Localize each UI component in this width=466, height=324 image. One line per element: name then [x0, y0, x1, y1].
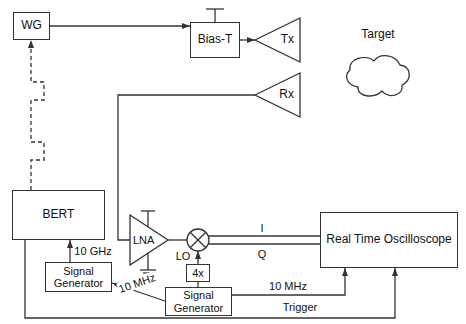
- connector: [240, 39, 255, 40]
- mixer-symbol: [187, 229, 209, 251]
- waveguide-box: WG: [13, 12, 50, 40]
- node-label: Signal Generator: [49, 265, 108, 289]
- drawing-part: [197, 251, 198, 264]
- node-label: Signal Generator: [169, 289, 228, 313]
- lna-amplifier: LNA: [130, 215, 168, 265]
- node-label: Rx: [279, 88, 294, 101]
- blob-path: [347, 56, 410, 96]
- signal-label: 10 MHz: [268, 280, 308, 292]
- drawing-part: [190, 232, 206, 248]
- connector: [31, 40, 44, 190]
- horn-path: [255, 18, 300, 62]
- signal-label: 10 GHz: [73, 245, 112, 257]
- signal-label: I: [259, 222, 264, 234]
- bert-box: BERT: [12, 190, 105, 240]
- node-label: WG: [21, 19, 42, 32]
- drawing-part: [206, 8, 224, 9]
- drawing-part: [147, 211, 148, 227]
- multiplier-box: 4x: [186, 264, 210, 282]
- bias-tee-stub: [206, 9, 224, 22]
- node-label: BERT: [43, 208, 75, 221]
- node-label: Target: [361, 28, 394, 41]
- drawing-part: [190, 232, 206, 248]
- signal-generator-box: Signal Generator: [45, 262, 112, 292]
- drawing-part: [208, 243, 320, 244]
- target-object: Target: [338, 28, 418, 100]
- drawing-part: [187, 229, 209, 251]
- horn-path: [255, 73, 300, 117]
- node-label: Bias-T: [198, 33, 233, 46]
- connector: [69, 240, 70, 262]
- connector: [118, 95, 255, 240]
- node-label: Real Time Oscilloscope: [326, 233, 451, 246]
- drawing-part: [214, 9, 215, 22]
- connector: [232, 268, 345, 295]
- drawing-part: [168, 239, 187, 240]
- drawing-part: [141, 210, 155, 211]
- oscilloscope-box: Real Time Oscilloscope: [320, 212, 458, 268]
- node-label: Tx: [281, 33, 294, 46]
- bias-tee-box: Bias-T: [190, 22, 240, 58]
- connector: [50, 25, 190, 26]
- drawing-part: [147, 253, 148, 270]
- signal-label: Q: [257, 248, 268, 260]
- tx-antenna: Tx: [255, 18, 300, 62]
- node-label: LNA: [133, 234, 154, 246]
- amp-path: [130, 215, 168, 265]
- signal-wire: [168, 236, 320, 264]
- signal-generator-box: Signal Generator: [165, 287, 232, 316]
- drawing-part: [208, 235, 320, 236]
- node-label: 4x: [192, 267, 204, 279]
- signal-label: LO: [175, 250, 192, 262]
- signal-label: Trigger: [282, 301, 318, 313]
- rx-antenna: Rx: [255, 73, 300, 117]
